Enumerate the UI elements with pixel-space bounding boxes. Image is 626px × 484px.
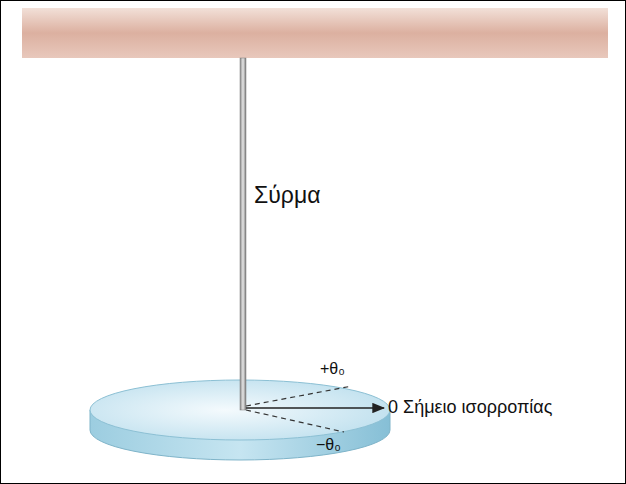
wire bbox=[240, 58, 246, 410]
equilibrium-label: 0 Σήμειο ισορροπίας bbox=[388, 398, 552, 418]
ceiling bbox=[22, 8, 608, 58]
angle-line bbox=[246, 410, 344, 432]
angle-line bbox=[246, 386, 352, 406]
reference-arrow bbox=[246, 407, 384, 408]
angle-label: +θ₀ bbox=[320, 360, 345, 378]
part-name: Σύρμα bbox=[254, 183, 320, 208]
angle-label: −θ₀ bbox=[316, 436, 341, 454]
